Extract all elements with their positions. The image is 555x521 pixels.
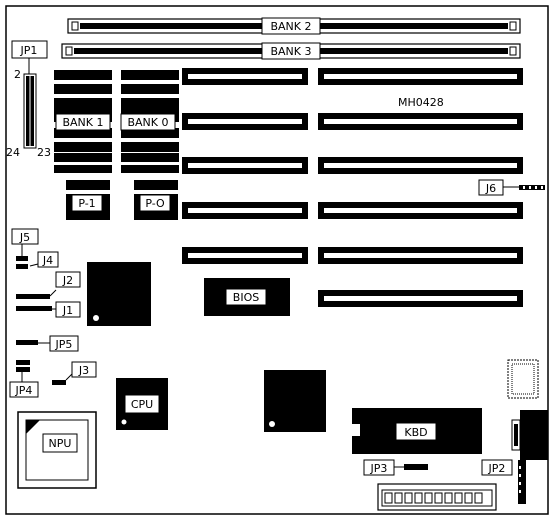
- jp4-jumper: JP4: [9, 360, 39, 398]
- j5-label: J5: [19, 231, 30, 244]
- simm-bank-3: BANK 3: [61, 42, 521, 60]
- j3-jumper: J3: [52, 361, 97, 385]
- cpu-label: CPU: [131, 398, 153, 411]
- jp1-header: JP1 2 24 23: [6, 40, 51, 159]
- jp4-label: JP4: [15, 384, 33, 397]
- j1-jumper: J1: [16, 301, 81, 318]
- jp2-label: JP2: [488, 462, 506, 475]
- jp1-pin-24: 24: [6, 146, 20, 159]
- cache-bank-0: BANK 0: [120, 70, 179, 173]
- j6-label: J6: [485, 182, 496, 195]
- power-connector: [377, 483, 497, 511]
- chipset-upper: [87, 262, 151, 326]
- j4-jumper: J4: [29, 251, 59, 268]
- cpu-chip: CPU: [116, 378, 168, 430]
- bios-label: BIOS: [233, 291, 259, 304]
- bank-1-label: BANK 1: [62, 116, 103, 129]
- jp2-jumper: JP2: [481, 459, 526, 504]
- jp3-jumper: JP3: [363, 459, 428, 476]
- bios-chip: BIOS: [204, 278, 290, 316]
- simm-bank-2: BANK 2: [67, 17, 521, 35]
- long-expansion-slots: [318, 68, 523, 307]
- chip-p0: P-O: [134, 180, 178, 220]
- chip-p1: P-1: [66, 180, 110, 220]
- keyboard-controller: KBD: [352, 408, 482, 454]
- jp5-label: JP5: [55, 338, 73, 351]
- p1-label: P-1: [78, 197, 95, 210]
- jp5-jumper: JP5: [16, 335, 79, 352]
- j5-jumper: J5: [11, 228, 39, 269]
- j3-label: J3: [78, 364, 89, 377]
- j1-label: J1: [62, 304, 73, 317]
- keyboard-connector: [511, 410, 548, 460]
- j6-jumper: J6: [478, 179, 545, 196]
- j4-label: J4: [42, 254, 53, 267]
- bank-3-label: BANK 3: [270, 45, 311, 58]
- bank-0-label: BANK 0: [127, 116, 168, 129]
- p0-label: P-O: [145, 197, 165, 210]
- npu-label: NPU: [49, 437, 72, 450]
- bank-2-label: BANK 2: [270, 20, 311, 33]
- short-expansion-slots: [182, 68, 308, 264]
- j2-jumper: J2: [16, 271, 81, 299]
- jp1-pin-2: 2: [14, 68, 21, 81]
- chipset-center: [264, 370, 326, 432]
- battery: [507, 359, 539, 399]
- diagram-id: MH0428: [398, 96, 444, 109]
- j2-label: J2: [62, 274, 73, 287]
- npu-socket: NPU: [17, 411, 97, 489]
- jp1-pin-23: 23: [37, 146, 51, 159]
- jp1-label: JP1: [20, 44, 38, 57]
- cache-bank-1: BANK 1: [54, 70, 112, 173]
- jp3-label: JP3: [370, 462, 388, 475]
- kbd-label: KBD: [404, 426, 427, 439]
